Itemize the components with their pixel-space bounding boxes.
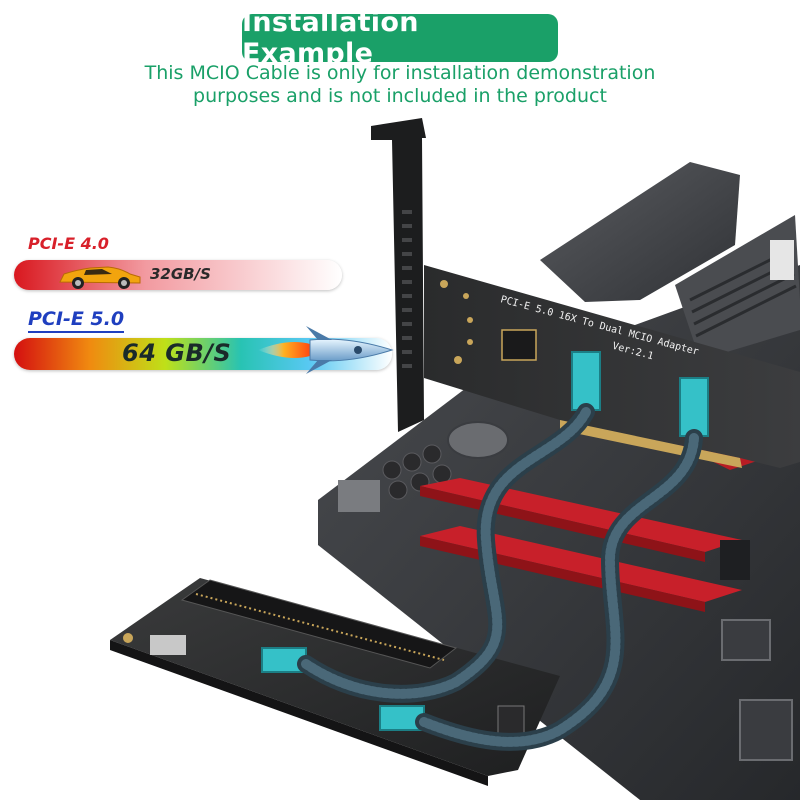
controller-chip — [501, 329, 537, 361]
pcie5-label: PCI-E 5.0 — [28, 308, 125, 333]
pcie4-speed: 32GB/S — [150, 265, 211, 283]
pcie4-label: PCI-E 4.0 — [28, 234, 109, 253]
mcio-connector — [679, 377, 709, 437]
subtitle-line-2: purposes and is not included in the prod… — [193, 85, 607, 107]
power-connector — [770, 240, 794, 280]
cmos-battery — [447, 421, 509, 459]
io-connector — [338, 480, 380, 512]
heatsink — [540, 162, 740, 302]
sports-car-icon — [59, 266, 141, 289]
rocket-icon — [258, 326, 394, 374]
mcio-connector — [571, 351, 601, 411]
pcie5-speed: 64 GB/S — [122, 339, 232, 367]
mcio-cables — [297, 403, 703, 751]
power-header — [150, 635, 186, 655]
subtitle-line-1: This MCIO Cable is only for installation… — [144, 62, 656, 84]
heatsink — [675, 215, 800, 360]
page-title: Installation Example — [242, 7, 419, 69]
pci-bracket — [371, 118, 426, 432]
title-banner: Installation Example — [242, 7, 558, 69]
adapter-card: PCI-E 5.0 16X To Dual MCIO Adapter Ver:2… — [424, 265, 800, 468]
